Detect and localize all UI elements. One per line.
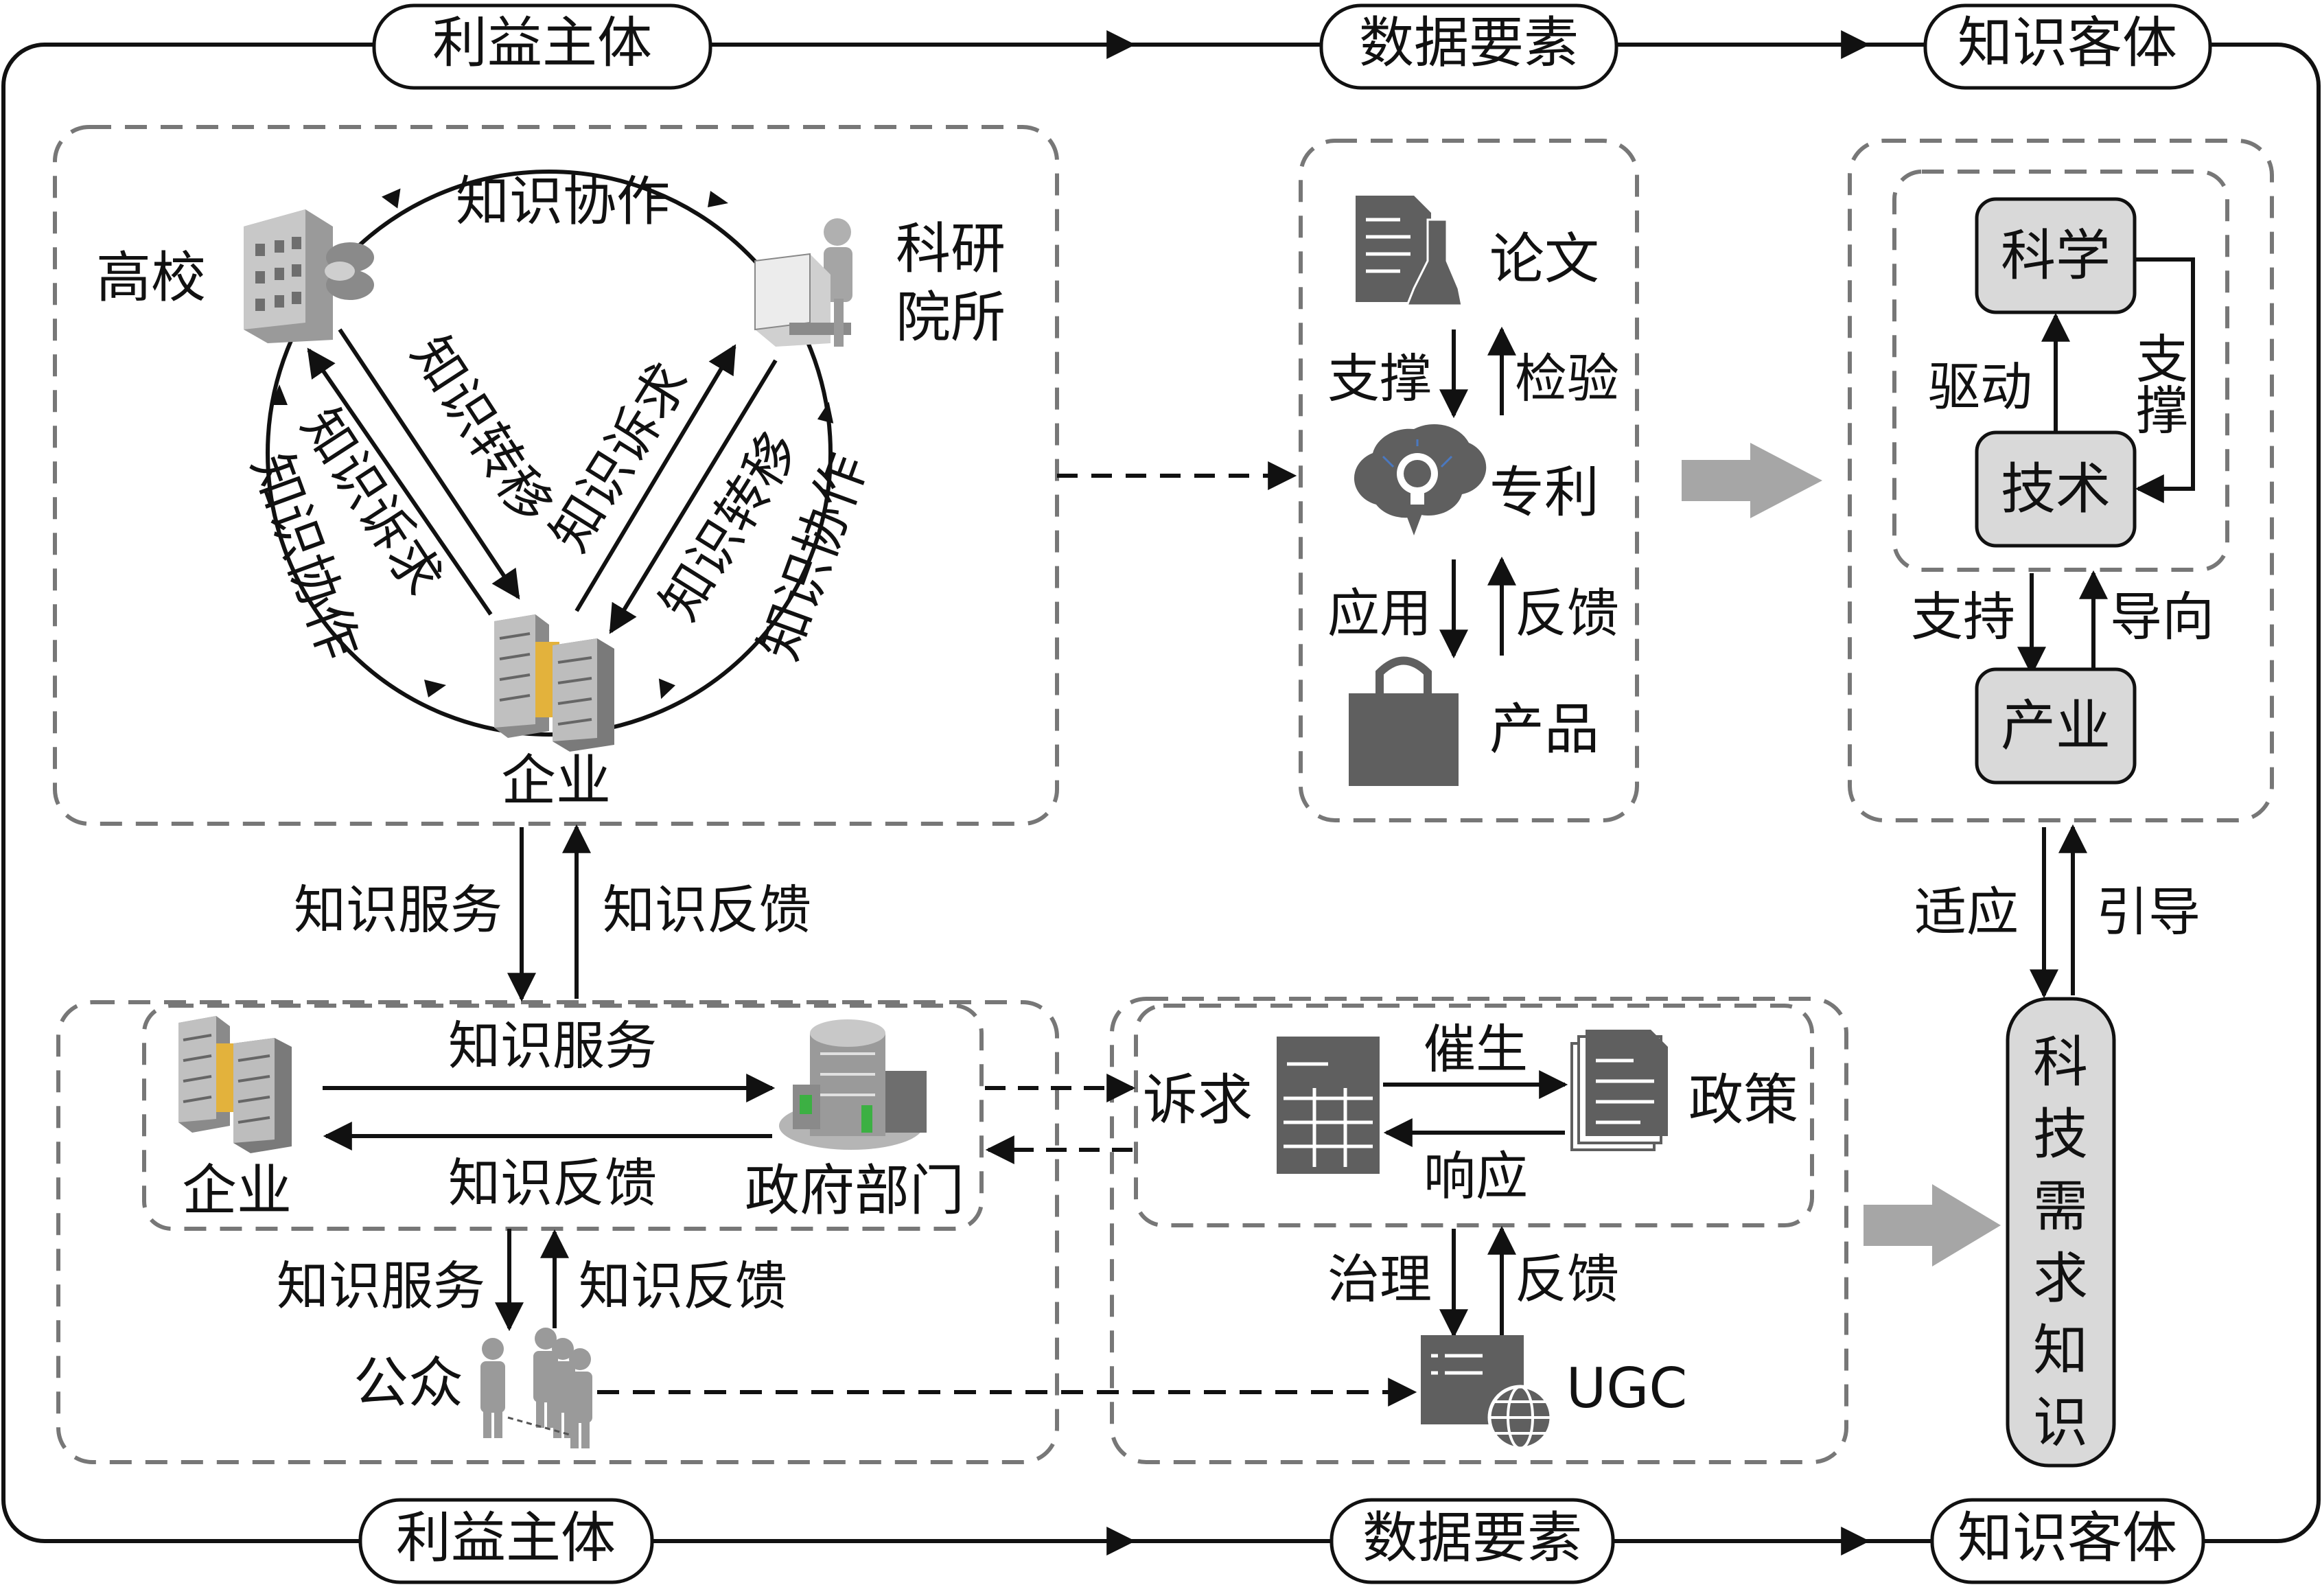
paper-label: 论文 [1489,227,1599,291]
promote-label: 催生 [1424,1019,1528,1080]
top-label-data-elements-text: 数据要素 [1359,11,1579,75]
adapt-label: 适应 [1914,881,2019,942]
paper-icon [1356,196,1463,307]
top-label-knowledge-object: 知识客体 [1923,3,2212,90]
university-icon [244,209,374,343]
big-arrow-data-to-knowledge [1682,443,1822,518]
ugc-web-icon [1421,1335,1553,1450]
researcher-icon [754,218,852,347]
industry-label: 产业 [2001,694,2111,758]
policy-label: 政策 [1688,1068,1798,1132]
arrow-ent-to-uni [307,347,493,616]
support-v-label-1: 支 [2136,329,2188,390]
apply-label: 应用 [1327,583,1432,644]
public-people-icon [480,1328,592,1448]
patent-lightbulb-icon [1354,424,1487,535]
bottom-label-data-elements: 数据要素 [1330,1498,1615,1584]
big-arrow-policy-to-demand [1864,1184,2001,1267]
institute-label-line1: 科研 [896,217,1006,281]
lower-enterprise-label: 企业 [182,1159,292,1223]
public-label: 公众 [353,1351,463,1415]
government-building-icon [779,1019,927,1150]
industry-box: 产业 [1975,667,2137,785]
ugc-feedback-label: 反馈 [1515,1249,1619,1310]
institute-label-line2: 院所 [896,286,1006,349]
drive-label: 驱动 [1928,356,2032,417]
support-label: 支撑 [1327,348,1432,409]
appeal-spreadsheet-icon [1277,1037,1380,1174]
data-column-panel [1299,139,1639,822]
ugc-label: UGC [1566,1356,1687,1420]
bottom-label-stakeholders-text: 利益主体 [396,1506,616,1570]
enterprise-government-panel [142,1004,984,1231]
triad-circle [266,170,834,737]
enterprise-server-icon [494,614,614,752]
arrow-inst-to-ent [609,359,778,634]
lead-label: 引导 [2096,881,2201,942]
knowledge-outer-panel [1848,139,2274,822]
bottom-label-data-elements-text: 数据要素 [1362,1506,1582,1570]
technology-label: 技术 [2001,457,2111,521]
government-label: 政府部门 [745,1159,964,1223]
policy-outer-panel [1110,997,1848,1464]
policy-document-icon [1570,1030,1668,1151]
demand-char-2: 技 [2033,1102,2088,1166]
policy-inner-panel [1134,1004,1814,1227]
bottom-label-stakeholders: 利益主体 [358,1498,654,1584]
outer-frame [1,30,2321,1555]
label-middle-service: 知识服务 [294,879,502,940]
top-label-stakeholders: 利益主体 [372,3,712,90]
demand-char-5: 知 [2033,1319,2088,1383]
university-label: 高校 [96,246,206,310]
arrow-support-loop [2135,257,2195,503]
respond-label: 响应 [1424,1146,1528,1207]
support-v-label-2: 撑 [2136,380,2188,441]
label-lower-feedback: 知识反馈 [448,1153,657,1214]
patent-label: 专利 [1489,461,1599,524]
lower-stakeholder-panel [56,1000,1059,1464]
demand-char-1: 科 [2033,1030,2088,1094]
technology-box: 技术 [1975,430,2137,548]
appeal-label: 诉求 [1143,1068,1253,1132]
govern-label: 治理 [1327,1249,1432,1310]
top-label-stakeholders-text: 利益主体 [432,11,652,75]
tech-demand-knowledge-box: 科 技 需 求 知 识 [2006,997,2116,1468]
label-public-service: 知识服务 [277,1256,485,1317]
demand-char-3: 需 [2033,1175,2088,1238]
top-label-knowledge-object-text: 知识客体 [1958,11,2177,75]
science-box: 科学 [1975,197,2137,314]
product-label: 产品 [1489,697,1599,761]
lower-enterprise-icon [178,1016,292,1153]
top-label-data-elements: 数据要素 [1319,3,1618,90]
label-transfer-uni: 知识转移 [399,325,564,533]
demand-char-6: 识 [2033,1391,2088,1455]
arrow-uni-to-ent [338,328,520,600]
bottom-label-knowledge-object: 知识客体 [1930,1498,2205,1584]
arrow-ent-to-inst [574,344,736,612]
label-middle-feedback: 知识反馈 [603,879,811,940]
science-label: 科学 [2001,224,2111,288]
bottom-label-knowledge-object-text: 知识客体 [1958,1506,2177,1570]
label-demand-inst: 知识诉求 [538,352,701,562]
label-collab-top: 知识协作 [456,171,670,233]
enterprise-label: 企业 [501,749,611,813]
demand-char-4: 求 [2033,1247,2088,1310]
label-lower-service: 知识服务 [448,1015,657,1076]
product-bag-icon [1349,656,1459,786]
support-industry-label: 支持 [1911,586,2015,647]
verify-label: 检验 [1515,348,1619,409]
guide-label: 导向 [2110,586,2214,647]
data-feedback-label: 反馈 [1515,583,1619,644]
label-public-feedback: 知识反馈 [579,1256,787,1317]
